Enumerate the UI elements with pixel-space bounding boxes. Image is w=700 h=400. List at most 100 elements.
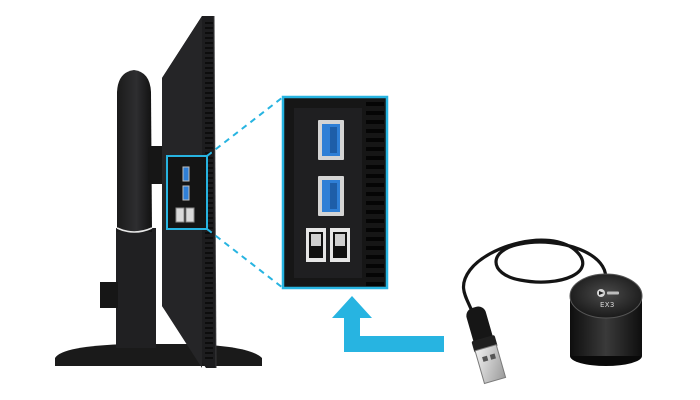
vent-slat — [205, 142, 213, 144]
vent-slat — [366, 219, 384, 223]
vent-slat — [205, 207, 213, 209]
usb-port-small-4 — [185, 207, 195, 223]
monitor-base — [55, 344, 262, 366]
vent-slat — [205, 92, 213, 94]
sensor-logo-icon — [597, 289, 619, 297]
vent-slat — [205, 22, 213, 24]
vent-slat — [205, 307, 213, 309]
vent-slat — [205, 132, 213, 134]
vent-slat — [205, 237, 213, 239]
usb-port-3 — [306, 228, 326, 262]
vent-slat — [366, 237, 384, 241]
vent-slat — [205, 312, 213, 314]
vent-slat — [205, 77, 213, 79]
vent-slat — [205, 97, 213, 99]
vent-slat — [205, 337, 213, 339]
vent-slat — [366, 165, 384, 169]
vent-slat — [205, 297, 213, 299]
usb-port-2 — [318, 176, 344, 216]
vent-slat — [205, 272, 213, 274]
vent-slat — [205, 162, 213, 164]
vent-slat — [205, 252, 213, 254]
stand-ring — [116, 227, 153, 233]
vent-slat — [366, 246, 384, 250]
vent-slat — [205, 112, 213, 114]
vent-slat — [366, 174, 384, 178]
usb-plug-icon — [466, 306, 507, 385]
vent-slat — [205, 32, 213, 34]
vent-slat — [366, 138, 384, 142]
vent-slat — [205, 187, 213, 189]
vent-slat — [205, 72, 213, 74]
vent-slat — [205, 152, 213, 154]
vent-slat — [205, 157, 213, 159]
vent-slat — [205, 172, 213, 174]
vent-slat — [205, 52, 213, 54]
vent-slat — [205, 27, 213, 29]
callout-source-box — [166, 155, 208, 230]
vent-slat — [205, 212, 213, 214]
vent-slat — [366, 273, 384, 277]
vent-slat — [366, 228, 384, 232]
vent-slat — [366, 156, 384, 160]
vent-slat — [205, 317, 213, 319]
vent-slat — [205, 292, 213, 294]
sensor-label: EX3 — [600, 301, 615, 309]
vent-slat — [366, 147, 384, 151]
vent-slat — [205, 82, 213, 84]
vent-slat — [366, 183, 384, 187]
vent-slat — [366, 111, 384, 115]
vent-slat — [205, 137, 213, 139]
vent-slat — [205, 247, 213, 249]
monitor-side-view — [55, 15, 262, 369]
zoomed-vents — [366, 102, 384, 286]
vent-slat — [205, 67, 213, 69]
stand-arm — [117, 70, 152, 232]
callout-line-bottom — [206, 228, 284, 289]
usb-port-small-2 — [182, 185, 190, 201]
usb-port-1 — [318, 120, 344, 160]
vent-slat — [366, 255, 384, 259]
vent-slat — [205, 287, 213, 289]
vent-slat — [205, 347, 213, 349]
calibration-sensor-icon: EX3 — [569, 273, 643, 366]
usb-port-small-3 — [175, 207, 185, 223]
vent-slat — [205, 37, 213, 39]
vent-slat — [205, 352, 213, 354]
vent-slat — [205, 322, 213, 324]
vent-slat — [205, 167, 213, 169]
vent-slat — [205, 222, 213, 224]
vent-slat — [205, 102, 213, 104]
vent-slat — [366, 201, 384, 205]
vent-slat — [205, 277, 213, 279]
vent-slat — [205, 332, 213, 334]
vent-slat — [366, 120, 384, 124]
vent-slat — [366, 282, 384, 286]
vent-slat — [205, 107, 213, 109]
vent-slat — [366, 129, 384, 133]
vent-slat — [205, 47, 213, 49]
stand-bracket — [100, 282, 118, 308]
vent-slat — [205, 267, 213, 269]
vent-slat — [205, 242, 213, 244]
monitor-edge — [213, 15, 217, 369]
vent-slat — [205, 42, 213, 44]
vent-slat — [366, 210, 384, 214]
vent-slat — [205, 342, 213, 344]
vent-slat — [205, 357, 213, 359]
vent-slat — [205, 262, 213, 264]
callout-line-top — [206, 96, 284, 157]
vent-slat — [205, 327, 213, 329]
usb-port-small-1 — [182, 166, 190, 182]
zoomed-port-panel — [281, 95, 389, 290]
vent-slat — [366, 102, 384, 106]
vent-slat — [366, 192, 384, 196]
vent-slat — [205, 62, 213, 64]
vent-slat — [205, 197, 213, 199]
vent-slat — [205, 57, 213, 59]
vent-slat — [205, 127, 213, 129]
monitor-vents — [205, 22, 213, 359]
vent-slat — [205, 177, 213, 179]
